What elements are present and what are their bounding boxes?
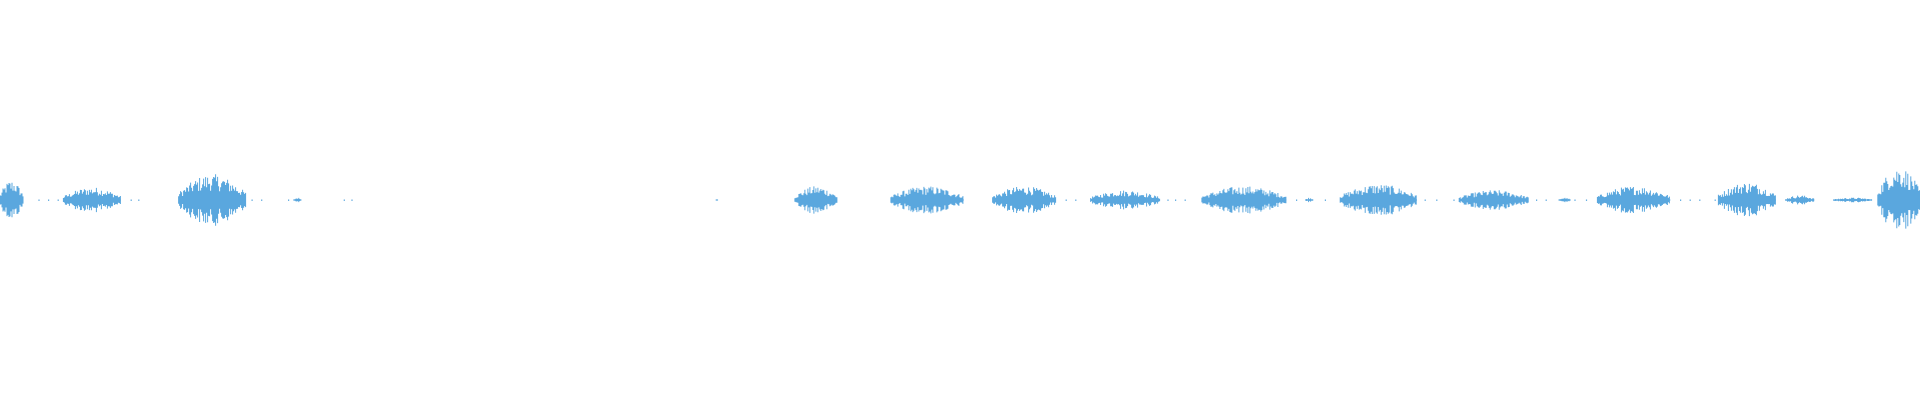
waveform-segment <box>1717 183 1776 217</box>
waveform-dot <box>48 199 50 201</box>
waveform-segment <box>1785 195 1815 205</box>
waveform-dot <box>1585 199 1588 201</box>
waveform-dot <box>251 199 253 201</box>
waveform-dot <box>343 199 345 201</box>
waveform-dot <box>998 199 1000 201</box>
waveform-segment <box>1833 197 1873 203</box>
waveform-dot <box>38 199 40 201</box>
waveform-dot <box>1862 199 1864 201</box>
waveform-dot <box>288 199 290 201</box>
waveform-dot <box>351 199 353 201</box>
waveform-segment <box>1877 171 1920 229</box>
waveform-dot <box>138 199 140 201</box>
waveform-dot <box>1324 199 1326 201</box>
waveform-dot <box>1536 199 1538 201</box>
waveform-segment <box>1596 187 1671 213</box>
waveform-segment <box>1339 185 1417 215</box>
waveform-dot <box>130 199 132 201</box>
waveform-dot <box>1184 199 1186 201</box>
waveform-segment <box>1090 190 1161 210</box>
waveform-dot <box>57 199 59 201</box>
waveform-channel <box>0 171 1920 229</box>
waveform-dot <box>1436 199 1438 201</box>
waveform-segment <box>794 186 838 214</box>
waveform-segment <box>992 187 1057 213</box>
waveform-segment <box>293 197 302 203</box>
waveform-segment <box>1305 197 1314 203</box>
waveform-segment <box>1458 190 1529 210</box>
waveform-segment <box>1558 197 1571 203</box>
waveform-segment <box>890 186 964 214</box>
waveform-dot <box>1699 199 1701 201</box>
waveform-dot <box>1545 199 1547 201</box>
waveform-dot <box>1843 199 1845 201</box>
waveform-dot <box>1065 199 1067 201</box>
waveform-dot <box>1689 199 1691 201</box>
waveform-dot <box>1296 199 1298 201</box>
waveform-dot <box>1075 199 1077 201</box>
waveform-segment <box>1201 186 1287 214</box>
waveform-dot <box>1167 199 1169 201</box>
waveform-segment <box>0 182 24 218</box>
waveform-dot <box>1453 199 1455 201</box>
waveform-dot <box>1714 199 1716 201</box>
waveform-dot <box>1574 199 1576 201</box>
waveform-segment <box>62 187 121 213</box>
waveform-dot <box>1424 199 1426 201</box>
waveform-dot <box>1680 199 1682 201</box>
waveform-dot <box>1833 199 1835 201</box>
waveform-dot <box>261 199 263 201</box>
waveform-segment <box>178 174 247 226</box>
waveform-dot <box>1175 199 1177 201</box>
waveform-segment <box>715 199 719 201</box>
